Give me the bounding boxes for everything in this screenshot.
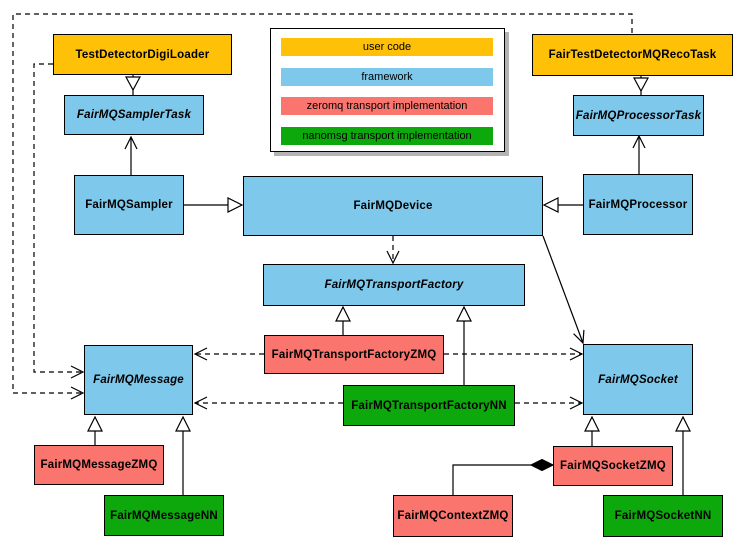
edge-factoryzmq-message	[193, 347, 264, 361]
edge-digiloader-samplertask	[124, 75, 142, 95]
node-label: FairMQTransportFactoryZMQ	[271, 348, 437, 361]
node-testdetectordigiloader: TestDetectorDigiLoader	[53, 34, 232, 75]
node-label: FairMQTransportFactoryNN	[351, 399, 507, 412]
node-label: FairMQMessageZMQ	[40, 459, 158, 471]
edge-recotask-message	[12, 13, 633, 400]
node-fairmqsamplertask: FairMQSamplerTask	[64, 95, 204, 135]
node-fairmqsampler: FairMQSampler	[74, 175, 184, 235]
edge-sampler-samplertask	[124, 135, 138, 175]
node-fairmqsocketzmq: FairMQSocketZMQ	[553, 446, 673, 486]
edge-factoryzmq-socket	[444, 347, 584, 361]
node-fairmqmessage: FairMQMessage	[84, 345, 193, 415]
node-label: FairMQTransportFactory	[324, 279, 464, 291]
edge-factorynn-message	[193, 396, 343, 410]
edge-processor-device	[542, 197, 583, 213]
edge-contextzmq-socketzmq-composition	[452, 458, 555, 495]
node-label: TestDetectorDigiLoader	[75, 48, 210, 61]
edge-messagezmq-message	[87, 415, 103, 445]
node-fairmqprocessor: FairMQProcessor	[583, 174, 693, 235]
node-fairmqprocessortask: FairMQProcessorTask	[573, 95, 704, 136]
node-label: FairMQProcessorTask	[575, 109, 702, 122]
node-label: FairMQSocketNN	[614, 510, 712, 522]
edge-messagenn-message	[175, 415, 191, 495]
node-label: FairMQDevice	[353, 200, 433, 212]
node-fairmqsocketnn: FairMQSocketNN	[603, 495, 723, 537]
node-fairmqmessagenn: FairMQMessageNN	[104, 495, 224, 536]
node-fairmqtransportfactoryzmq: FairMQTransportFactoryZMQ	[264, 335, 444, 374]
node-label: FairMQMessage	[93, 374, 184, 386]
legend-item-user-code: user code	[281, 38, 493, 56]
node-fairmqcontextzmq: FairMQContextZMQ	[393, 495, 513, 537]
edge-digiloader-message	[33, 63, 85, 379]
legend-item-nanomsg: nanomsg transport implementation	[281, 127, 493, 145]
legend-box: user code framework zeromq transport imp…	[270, 28, 505, 152]
node-fairmqtransportfactorynn: FairMQTransportFactoryNN	[343, 385, 515, 426]
edge-processor-processortask	[632, 134, 646, 174]
node-label: FairMQContextZMQ	[397, 510, 509, 522]
edge-sampler-device	[184, 197, 244, 213]
node-fairmqsocket: FairMQSocket	[583, 344, 693, 415]
node-fairmqmessagezmq: FairMQMessageZMQ	[34, 445, 164, 485]
node-fairmqtransportfactory: FairMQTransportFactory	[263, 264, 525, 306]
node-label: FairMQSocket	[598, 373, 678, 386]
legend-item-zeromq: zeromq transport implementation	[281, 97, 493, 115]
node-fairmqdevice: FairMQDevice	[243, 176, 543, 236]
node-label: FairMQMessageNN	[110, 509, 218, 522]
edge-socketnn-socket	[675, 415, 691, 495]
edge-recotask-processortask	[632, 76, 650, 95]
edge-socketzmq-socket	[584, 415, 600, 446]
edge-device-socket	[542, 235, 585, 345]
node-label: FairMQSamplerTask	[76, 109, 192, 121]
legend-item-framework: framework	[281, 68, 493, 86]
edge-device-transportfactory	[386, 236, 400, 265]
edge-factorynn-socket	[515, 396, 584, 410]
edge-factorynn-factory	[456, 305, 472, 385]
node-label: FairMQProcessor	[588, 198, 688, 211]
node-fairtestdetectormqrecotask: FairTestDetectorMQRecoTask	[532, 34, 733, 76]
node-label: FairTestDetectorMQRecoTask	[548, 49, 717, 61]
edge-factoryzmq-factory	[335, 305, 351, 335]
node-label: FairMQSampler	[85, 199, 173, 211]
node-label: FairMQSocketZMQ	[560, 460, 666, 472]
